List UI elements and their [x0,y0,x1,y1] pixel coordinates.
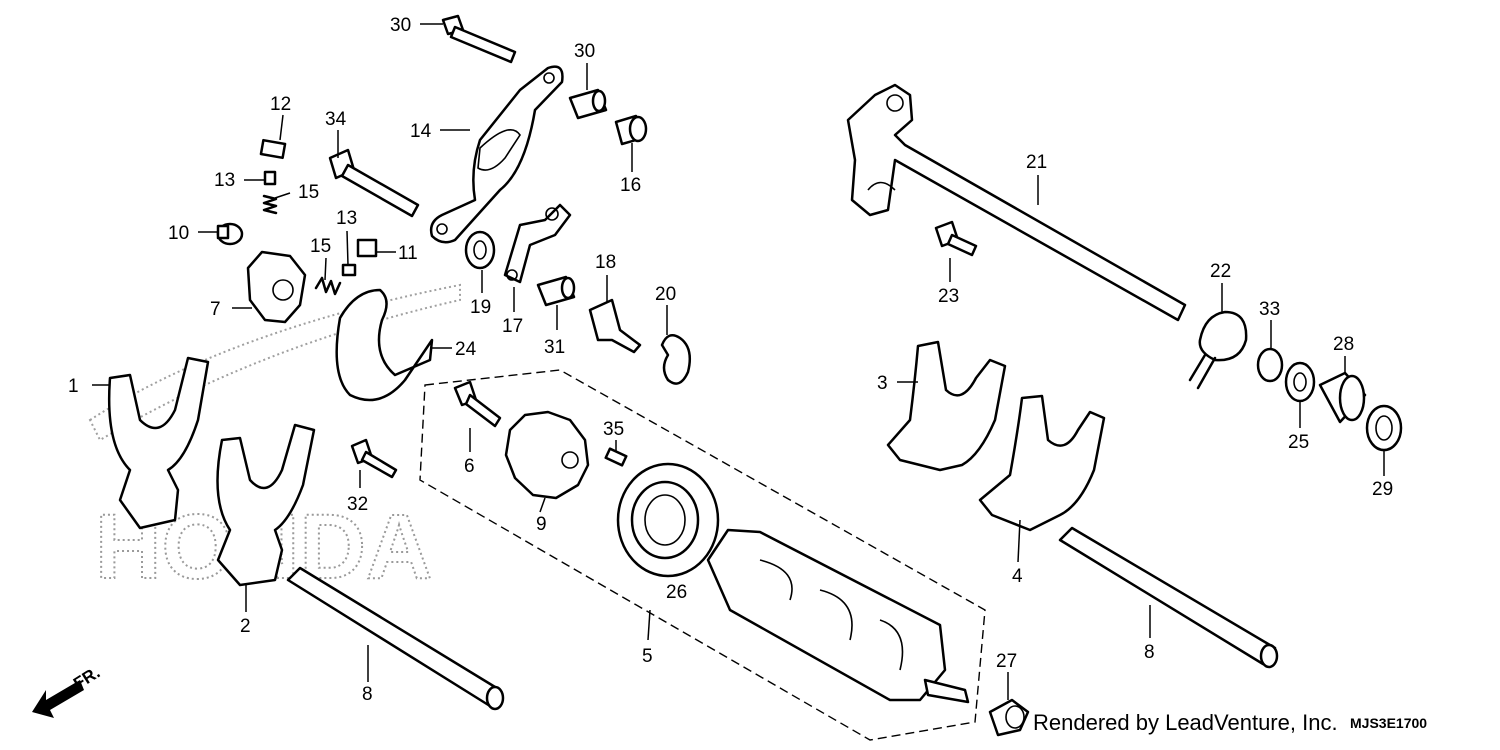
callout-8-left: 8 [362,684,373,705]
callout-26: 26 [666,582,687,603]
part-32-bolt[interactable] [350,438,398,479]
callout-leaders [92,23,1385,700]
part-14-stopper-plate[interactable] [429,65,564,244]
part-7-ratchet[interactable] [246,250,307,324]
callout-27: 27 [996,651,1017,672]
shift-drum-assembly-outline [419,369,986,741]
callout-21: 21 [1026,152,1047,173]
callout-9: 9 [536,514,547,535]
callout-13-upper: 13 [214,170,235,191]
callout-labels: 30 30 12 34 14 16 13 15 10 13 11 15 7 24… [68,15,1393,705]
callout-14: 14 [410,121,432,142]
part-2-shift-fork[interactable] [216,423,316,587]
callout-11: 11 [398,243,418,264]
front-arrow-icon [32,680,84,718]
part-25-washer[interactable] [1284,361,1316,403]
part-33-bolt[interactable] [441,14,517,64]
callout-24: 24 [455,339,477,360]
part-22-return-spring[interactable] [1188,310,1248,390]
part-1-shift-fork[interactable] [107,356,210,530]
part-5-shift-drum[interactable] [706,528,970,704]
part-30-collar-lower[interactable] [536,275,576,307]
callout-16: 16 [620,175,641,196]
part-35-pin[interactable] [604,447,628,467]
callout-23: 23 [938,286,959,307]
part-21-gearshift-spindle[interactable] [846,83,1187,322]
part-13-cap-lower[interactable] [341,263,357,277]
callout-19: 19 [470,297,491,318]
callout-12: 12 [270,94,291,115]
part-8-fork-shaft-right[interactable] [1058,526,1279,669]
part-30-collar-upper[interactable] [568,88,608,120]
part-24-guide-plate[interactable] [335,288,434,402]
part-23-bolt[interactable] [934,220,978,257]
part-20-spring[interactable] [660,333,691,385]
callout-15-upper: 15 [298,182,319,203]
callout-29: 29 [1372,479,1393,500]
callout-25: 25 [1288,432,1309,453]
part-10-bolt[interactable] [216,222,244,246]
callout-6: 6 [464,456,475,477]
part-11-pawl[interactable] [356,238,378,258]
callout-3: 3 [877,373,888,394]
front-direction-marker: FR. [32,663,103,718]
part-26-bearing[interactable] [616,462,720,578]
part-6-bolt[interactable] [453,380,502,428]
callout-22: 22 [1210,261,1231,282]
part-16-collar[interactable] [614,114,648,146]
part-31-snap-ring[interactable] [1256,347,1284,383]
part-8-fork-shaft-left[interactable] [286,566,505,711]
diagram-code: MJS3E1700 [1350,715,1428,731]
callout-10: 10 [168,223,189,244]
callout-1: 1 [68,376,79,397]
part-4-shift-fork[interactable] [978,394,1106,532]
part-27-bearing[interactable] [988,698,1030,737]
callout-17: 17 [502,316,523,337]
callout-20: 20 [655,284,676,305]
callout-2: 2 [240,616,251,637]
render-credit: Rendered by LeadVenture, Inc. [1033,710,1338,735]
callout-8-right: 8 [1144,642,1155,663]
part-18-shaft[interactable] [588,298,642,354]
callout-31: 33 [1259,299,1280,320]
callout-34: 34 [325,109,347,130]
callout-35: 35 [603,419,624,440]
part-9-shift-drum-center[interactable] [504,410,590,500]
part-29-oil-seal[interactable] [1365,404,1403,452]
callout-30-upper: 30 [574,41,595,62]
part-19-washer[interactable] [464,230,496,270]
callout-5: 5 [642,646,653,667]
callout-7: 7 [210,299,221,320]
part-28-needle-bearing[interactable] [1318,371,1367,424]
part-34-bolt[interactable] [328,148,420,218]
watermark-wing-logo [88,283,461,442]
callout-33: 30 [390,15,411,36]
part-12-pin[interactable] [259,138,287,160]
part-3-shift-fork[interactable] [886,340,1007,472]
callout-32: 32 [347,494,368,515]
part-13-cap-upper[interactable] [263,170,277,186]
part-17-stopper-arm[interactable] [503,203,572,284]
callout-13-lower: 13 [336,208,357,229]
callout-18: 18 [595,252,616,273]
callout-30-lower: 31 [544,337,565,358]
part-15-spring-upper[interactable] [262,194,278,215]
callout-4: 4 [1012,566,1023,587]
callout-15-lower: 15 [310,236,331,257]
part-15-spring-lower[interactable] [314,276,342,296]
callout-28: 28 [1333,334,1354,355]
